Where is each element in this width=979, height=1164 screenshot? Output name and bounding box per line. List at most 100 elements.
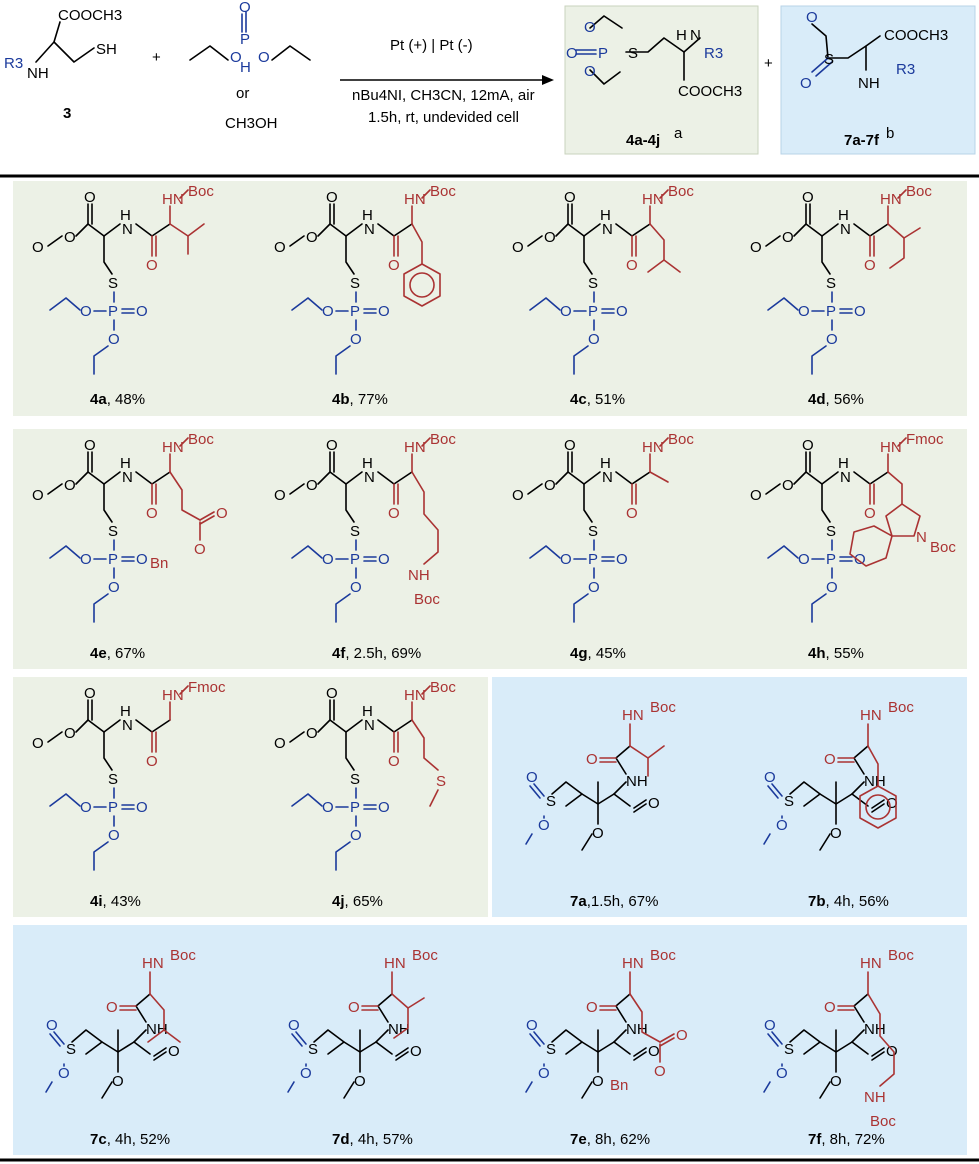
svg-text:O: O [886, 1043, 898, 1060]
svg-text:HN: HN [622, 955, 644, 972]
svg-text:S: S [546, 1041, 556, 1058]
svg-text:N: N [690, 27, 701, 44]
compound-id: 7a [570, 893, 587, 910]
plus-sign-1: + [152, 49, 161, 66]
svg-text:O: O [46, 1017, 58, 1034]
svg-text:S: S [546, 793, 556, 810]
svg-text:O: O [566, 45, 578, 62]
product-7-superscript: b [886, 125, 894, 142]
compound-caption: 4c, 51% [570, 391, 625, 408]
svg-text:O: O [230, 49, 242, 66]
svg-text:H: H [120, 703, 131, 720]
svg-text:O: O [274, 239, 286, 256]
reactant-r3-label: R3 [4, 55, 23, 72]
row3-green-panel [13, 677, 488, 917]
compound-id: 7e [570, 1131, 587, 1148]
svg-text:S: S [628, 45, 638, 62]
svg-text:O: O [194, 541, 206, 558]
compound-yield: , 4h, 57% [350, 1131, 413, 1148]
svg-text:O: O [648, 795, 660, 812]
svg-text:O: O [146, 753, 158, 770]
svg-text:HN: HN [162, 439, 184, 456]
svg-text:O: O [84, 189, 96, 206]
svg-text:Boc: Boc [930, 539, 956, 556]
svg-text:P: P [240, 31, 250, 48]
svg-text:O: O [526, 1017, 538, 1034]
product-7-header-panel [780, 5, 976, 155]
svg-text:P: P [350, 551, 360, 568]
svg-text:N: N [916, 529, 927, 546]
row1-panel [13, 181, 967, 416]
svg-text:NH: NH [408, 567, 430, 584]
compound-id: 4i [90, 893, 103, 910]
compound-id: 4e [90, 645, 107, 662]
compound-yield: , 51% [587, 391, 625, 408]
svg-text:S: S [784, 793, 794, 810]
svg-text:HN: HN [404, 687, 426, 704]
svg-text:P: P [108, 303, 118, 320]
svg-text:O: O [112, 1073, 124, 1090]
svg-text:P: P [588, 303, 598, 320]
reactant-nh-label: NH [27, 65, 49, 82]
compound-yield: , 56% [826, 391, 864, 408]
svg-text:S: S [308, 1041, 318, 1058]
svg-text:P: P [108, 799, 118, 816]
svg-text:O: O [80, 799, 92, 816]
svg-text:O: O [108, 331, 120, 348]
svg-text:Bn: Bn [150, 555, 168, 572]
compound-caption: 4h, 55% [808, 645, 864, 662]
protecting-group-label: Boc [668, 431, 694, 448]
conditions-line-1: Pt (+) | Pt (-) [390, 37, 473, 54]
product-7-label: 7a-7f [844, 132, 880, 149]
svg-text:O: O [306, 725, 318, 742]
svg-text:HN: HN [162, 687, 184, 704]
product-4-header-panel [564, 5, 759, 155]
compound-id: 4j [332, 893, 345, 910]
svg-text:HN: HN [384, 955, 406, 972]
svg-text:O: O [108, 827, 120, 844]
protecting-group-label: Boc [188, 183, 214, 200]
svg-text:O: O [512, 239, 524, 256]
svg-text:O: O [806, 9, 818, 26]
compound-yield: , 65% [345, 893, 383, 910]
row3-blue-panel [492, 677, 967, 917]
svg-text:O: O [830, 825, 842, 842]
compound-yield: , 8h, 62% [587, 1131, 650, 1148]
svg-text:S: S [588, 275, 598, 292]
svg-text:COOCH3: COOCH3 [884, 27, 948, 44]
svg-text:N: N [840, 221, 851, 238]
protecting-group-label: Boc [430, 183, 456, 200]
svg-text:O: O [586, 999, 598, 1016]
compound-caption: 7c, 4h, 52% [90, 1131, 170, 1148]
svg-text:O: O [864, 505, 876, 522]
svg-text:O: O [136, 303, 148, 320]
compound-yield: , 45% [588, 645, 626, 662]
svg-text:NH: NH [864, 773, 886, 790]
product-4-superscript: a [674, 125, 683, 142]
svg-text:H: H [600, 207, 611, 224]
protecting-group-label: Fmoc [906, 431, 944, 448]
svg-text:NH: NH [146, 1021, 168, 1038]
svg-text:O: O [239, 0, 251, 16]
svg-text:O: O [64, 477, 76, 494]
svg-text:R3: R3 [704, 45, 723, 62]
svg-text:S: S [784, 1041, 794, 1058]
svg-text:N: N [602, 221, 613, 238]
svg-text:Boc: Boc [870, 1113, 896, 1130]
svg-text:O: O [584, 63, 596, 80]
svg-text:H: H [120, 455, 131, 472]
svg-text:O: O [526, 769, 538, 786]
protecting-group-label: Boc [188, 431, 214, 448]
svg-text:NH: NH [626, 773, 648, 790]
svg-text:O: O [512, 487, 524, 504]
compound-yield: ,1.5h, 67% [587, 893, 659, 910]
svg-text:S: S [350, 275, 360, 292]
svg-text:O: O [864, 257, 876, 274]
svg-text:S: S [826, 275, 836, 292]
